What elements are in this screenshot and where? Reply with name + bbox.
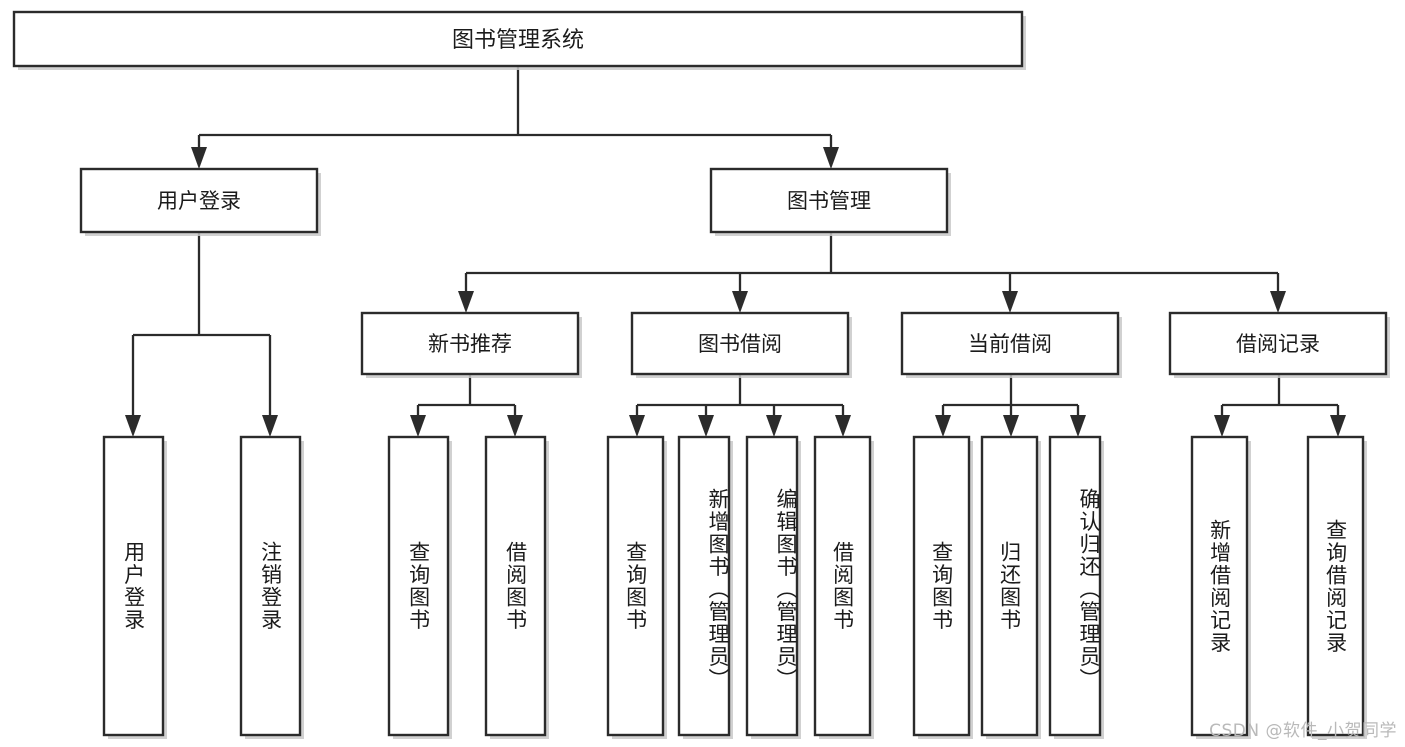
node-leaf-borrow-book-2[interactable]: [813, 435, 874, 739]
node-user-login[interactable]: 用户登录: [79, 167, 321, 236]
node-book-borrow-label: 图书借阅: [698, 332, 782, 356]
node-root-label: 图书管理系统: [452, 28, 584, 53]
node-book-manage-label: 图书管理: [787, 189, 871, 213]
edge-group-book-manage: [458, 232, 1286, 313]
node-leaf-query-book-3[interactable]: [912, 435, 973, 739]
node-user-login-label: 用户登录: [157, 189, 241, 213]
arrow-nbr-l2: [507, 415, 523, 437]
arrow-bb-l1: [629, 415, 645, 437]
edge-group-root: [191, 66, 839, 169]
edge-group-user-login: [125, 232, 278, 437]
node-new-book-rec[interactable]: 新书推荐: [360, 311, 582, 378]
node-leaf-query-book-1[interactable]: [387, 435, 452, 739]
arrow-br-l2: [1330, 415, 1346, 437]
node-current-borrow[interactable]: 当前借阅: [900, 311, 1122, 378]
node-borrow-record[interactable]: 借阅记录: [1168, 311, 1390, 378]
edge-group-borrow-record: [1214, 374, 1346, 437]
edge-group-book-borrow: [629, 374, 851, 437]
arrow-bm-c2: [732, 291, 748, 313]
node-leaf-user-login[interactable]: [102, 435, 167, 739]
arrow-bb-l3: [766, 415, 782, 437]
arrow-cb-l3: [1070, 415, 1086, 437]
node-root[interactable]: 图书管理系统: [12, 10, 1026, 70]
arrow-bm-c3: [1002, 291, 1018, 313]
arrow-bm-c1: [458, 291, 474, 313]
arrow-nbr-l1: [410, 415, 426, 437]
arrow-user-login-l2: [262, 415, 278, 437]
arrow-br-l1: [1214, 415, 1230, 437]
node-leaf-logout[interactable]: [239, 435, 304, 739]
arrow-cb-l1: [935, 415, 951, 437]
node-leaf-edit-book-admin[interactable]: [745, 435, 801, 739]
watermark-text: CSDN @软件_小贺同学: [1209, 721, 1397, 741]
node-leaf-confirm-return-admin[interactable]: [1048, 435, 1104, 739]
node-book-manage[interactable]: 图书管理: [709, 167, 951, 236]
node-new-book-rec-label: 新书推荐: [428, 332, 512, 356]
node-book-borrow[interactable]: 图书借阅: [630, 311, 852, 378]
node-leaf-add-book-admin[interactable]: [677, 435, 733, 739]
node-leaf-query-book-2[interactable]: [606, 435, 667, 739]
node-borrow-record-label: 借阅记录: [1236, 332, 1320, 356]
node-leaf-add-record[interactable]: [1190, 435, 1251, 739]
node-leaf-query-record[interactable]: [1306, 435, 1367, 739]
arrow-cb-l2: [1003, 415, 1019, 437]
node-leaf-borrow-book-1[interactable]: [484, 435, 549, 739]
arrow-bb-l2: [698, 415, 714, 437]
arrow-bm-c4: [1270, 291, 1286, 313]
arrow-root-to-user-login: [191, 147, 207, 169]
node-leaf-return-book[interactable]: [980, 435, 1041, 739]
arrow-bb-l4: [835, 415, 851, 437]
edge-group-new-book-rec: [410, 374, 523, 437]
arrow-root-to-book-manage: [823, 147, 839, 169]
node-current-borrow-label: 当前借阅: [968, 332, 1052, 356]
edge-group-current-borrow: [935, 374, 1086, 437]
arrow-user-login-l1: [125, 415, 141, 437]
